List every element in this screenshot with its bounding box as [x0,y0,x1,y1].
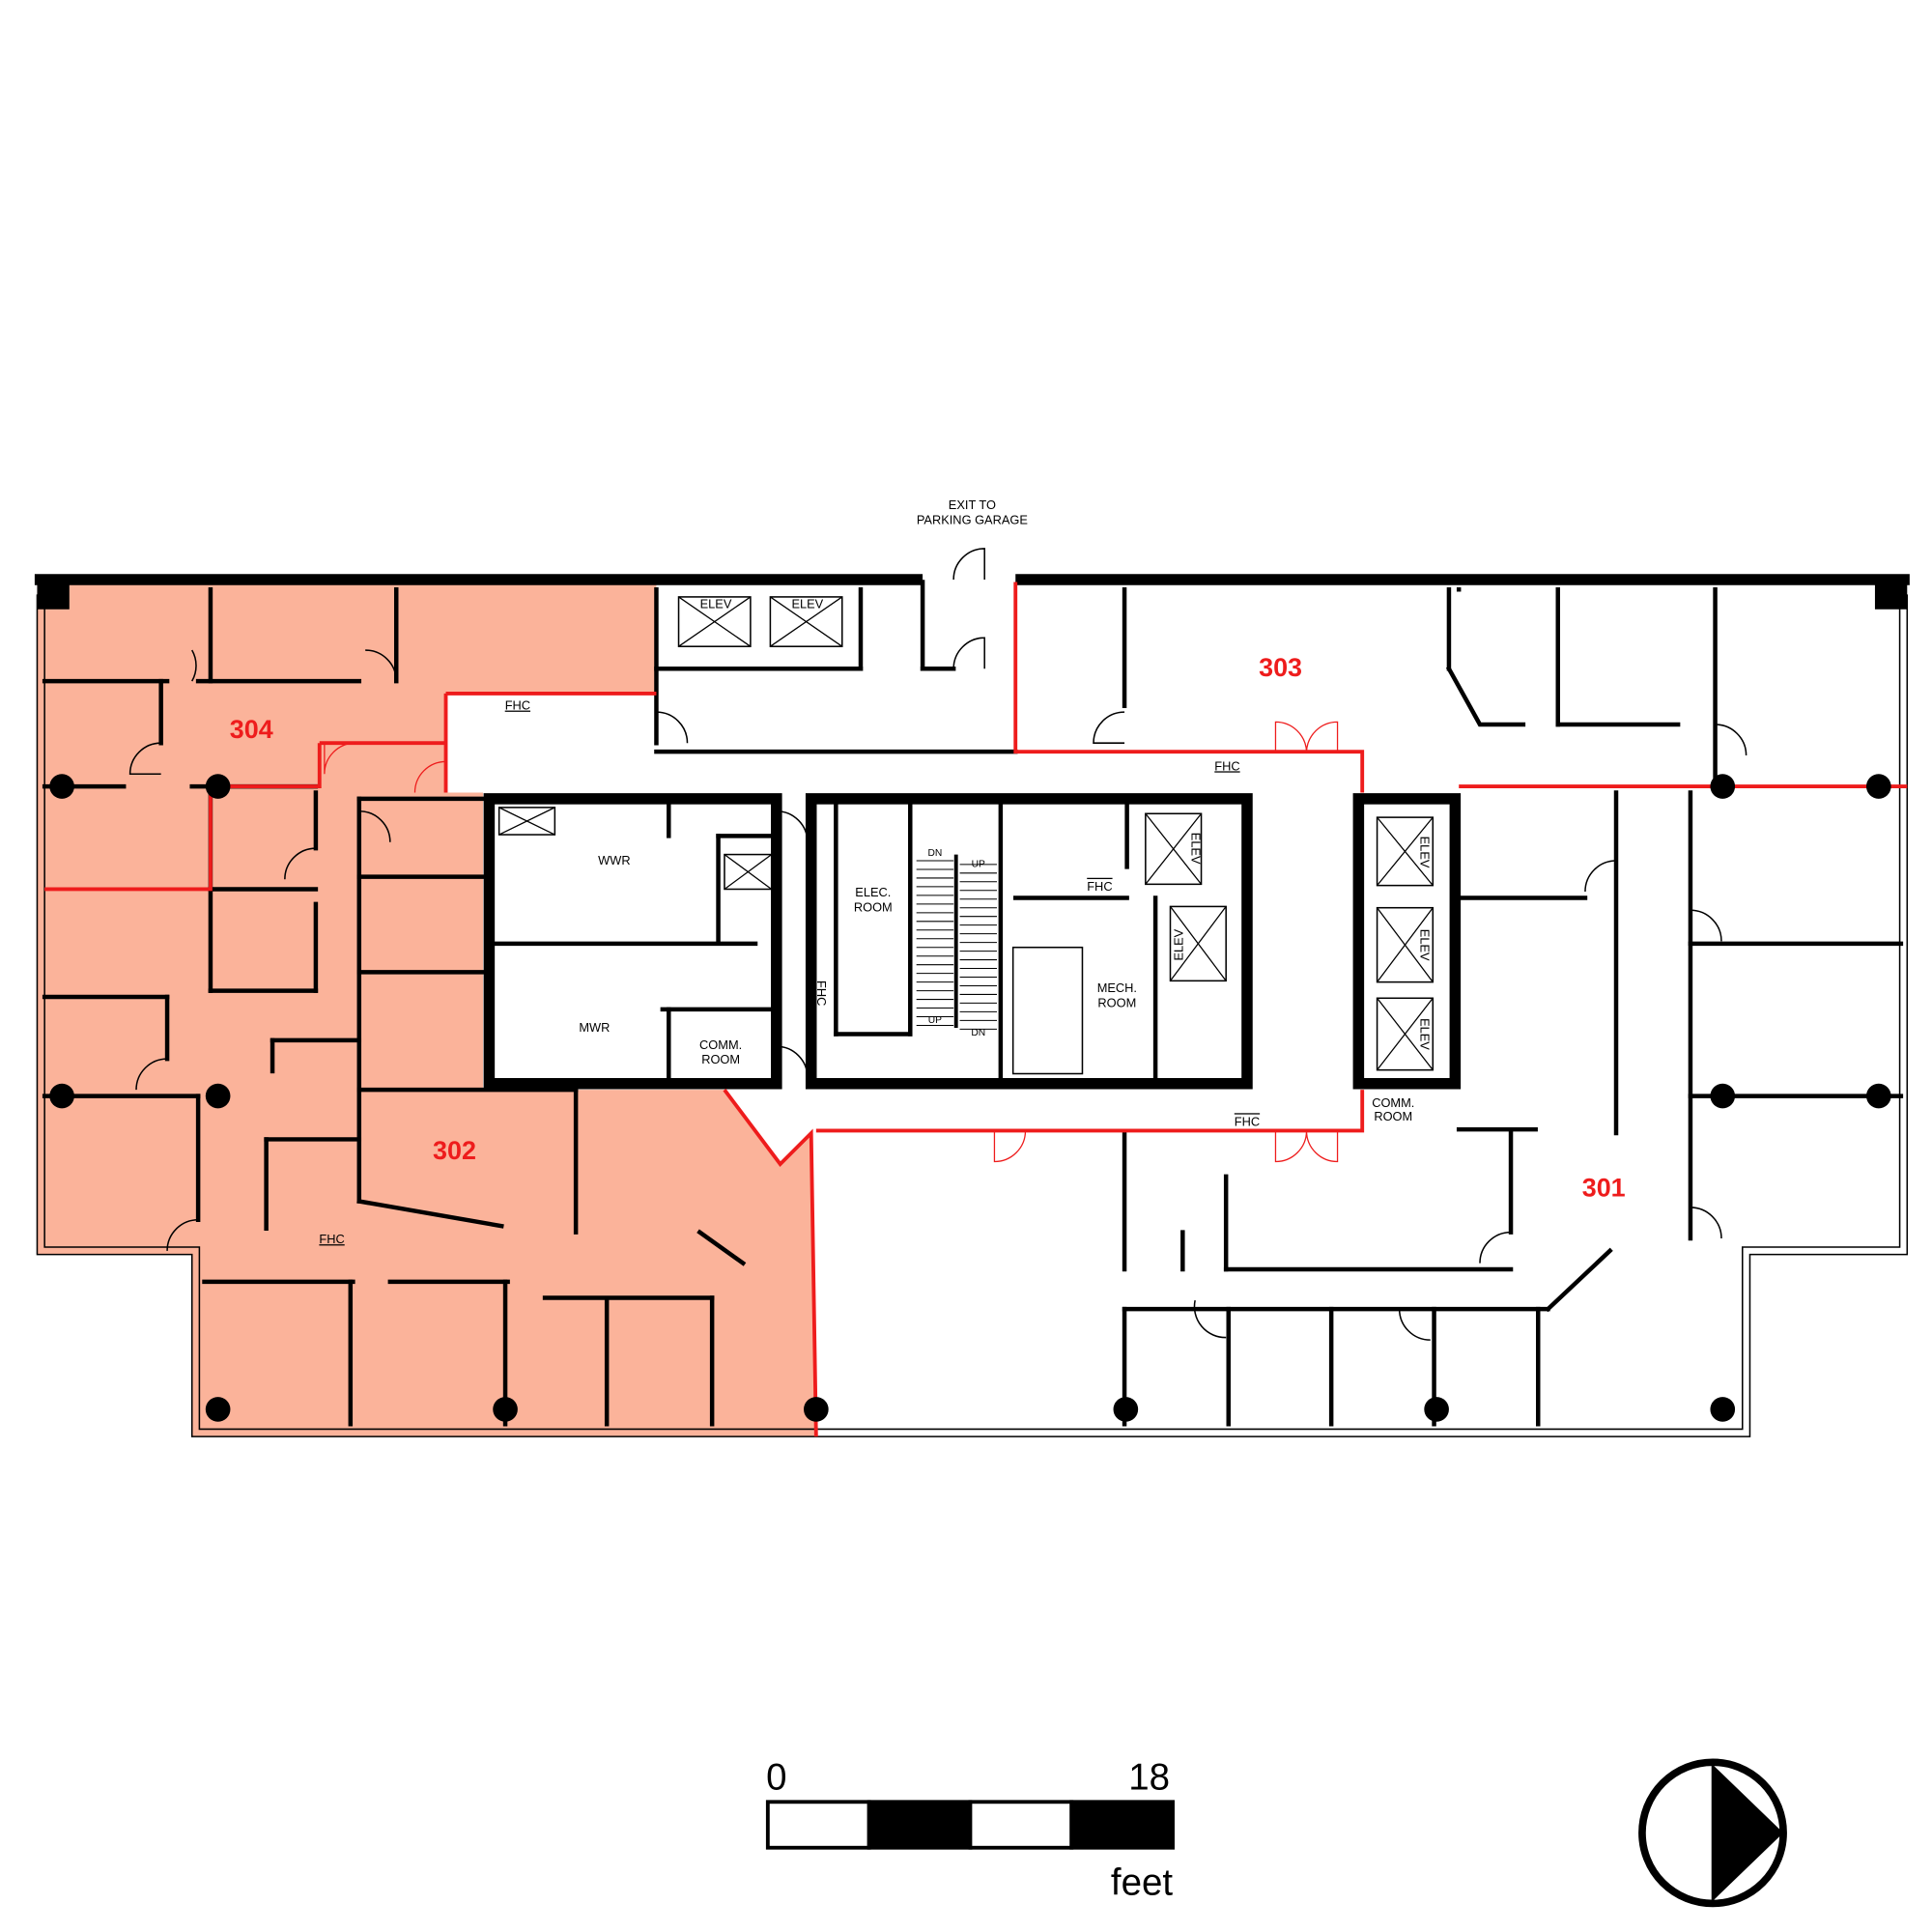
fhc-label: FHC [1235,1114,1260,1128]
column [49,774,74,799]
interior-walls [42,580,1904,1427]
suite-304-label: 304 [230,715,273,744]
elevator-label: ELEV [1417,837,1432,868]
elevator-label: ELEV [1417,1018,1432,1050]
structural-columns [49,774,1891,1422]
elevator-shaft [677,596,752,647]
stair-dn-label: DN [971,1028,985,1038]
elevator-label: ELEV [1188,833,1203,865]
north-arrow-icon [1638,1758,1787,1908]
elevator-shaft [1145,812,1203,886]
scale-start-label: 0 [766,1756,786,1798]
column [205,1083,231,1109]
leased-area-302-304 [37,579,816,1437]
suite-entry-doors [324,721,1339,1163]
elec-room-label-2: ROOM [854,900,893,915]
stair-up-label: UP [972,859,985,869]
suite-303-label: 303 [1259,653,1302,682]
stair-dn-label: DN [928,848,943,859]
column [205,1397,231,1422]
exterior-walls [34,574,1910,610]
fhc-label: FHC [319,1232,344,1246]
scale-end-label: 18 [1128,1756,1170,1798]
scale-bar-segment [968,1800,1074,1850]
mech-room-label-2: ROOM [1097,995,1136,1009]
column [493,1397,518,1422]
column [1424,1397,1449,1422]
elec-room-label-1: ELEC. [855,885,891,899]
elevator-label: ELEV [700,596,732,611]
comm-room-east-label-2: ROOM [1374,1109,1412,1123]
stair-up-label: UP [928,1015,942,1026]
elevator-shaft [1376,997,1435,1071]
scale-bar-segment [765,1800,871,1850]
column [49,1083,74,1109]
elevator-label: ELEV [791,596,823,611]
womens-restroom-label: WWR [598,853,630,867]
mech-room-label-1: MECH. [1097,980,1137,995]
scale-bar: 0 18 feet [765,1756,1175,1903]
column [1865,1083,1891,1109]
scale-bar-segment [867,1800,973,1850]
labels: EXIT TO PARKING GARAGE 304 302 303 301 W… [230,497,1626,1246]
fhc-label: FHC [1087,879,1112,894]
scale-unit-label: feet [1111,1861,1173,1903]
perimeter-windows [36,594,1909,1437]
comm-room-east-label-1: COMM. [1372,1095,1414,1110]
column [804,1397,829,1422]
comm-room-label-2: ROOM [701,1052,740,1066]
doors [128,548,1747,1341]
elevator-shaft [1169,905,1227,982]
elevator-shaft [1376,816,1435,887]
exit-label-line2: PARKING GARAGE [917,512,1028,526]
suite-302-label: 302 [433,1136,476,1165]
column [1865,774,1891,799]
elevators [497,596,1435,1071]
suite-301-label: 301 [1582,1173,1626,1202]
comm-room-label-1: COMM. [699,1037,742,1052]
suite-boundaries [44,582,1908,1437]
elevator-shaft [1376,906,1435,983]
column [1710,774,1736,799]
fhc-label: FHC [1214,758,1239,773]
column [1113,1397,1139,1422]
building-core [483,793,1462,1090]
mens-restroom-label: MWR [579,1020,610,1035]
fhc-label: FHC [505,698,530,713]
stairs [916,854,998,1030]
elevator-shaft [497,807,556,836]
elevator-label: ELEV [1417,929,1432,961]
column [1710,1083,1736,1109]
column [205,774,231,799]
column [1710,1397,1736,1422]
fhc-label: FHC [814,980,829,1006]
elevator-shaft [769,596,843,647]
elevator-shaft [724,853,773,891]
exit-label-line1: EXIT TO [949,497,996,512]
elevator-label: ELEV [1171,928,1185,960]
scale-bar-segment [1069,1800,1175,1850]
